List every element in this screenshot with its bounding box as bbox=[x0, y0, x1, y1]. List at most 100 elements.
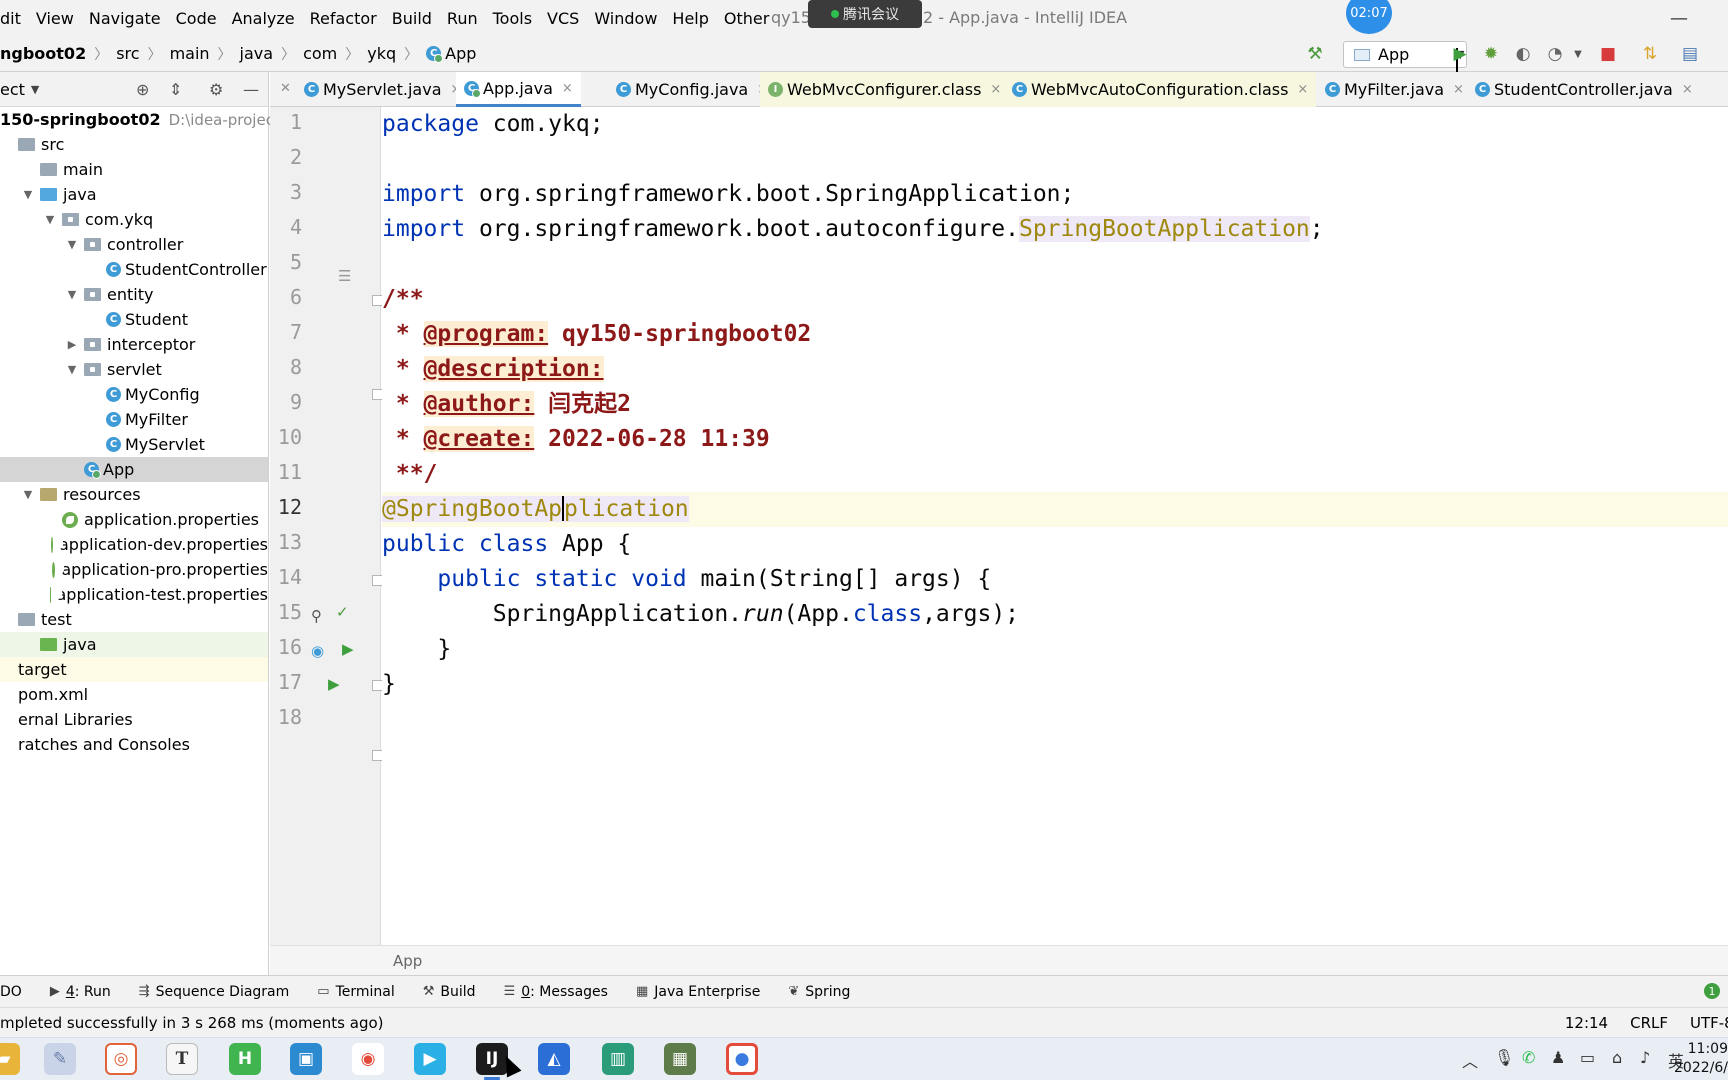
tree-item[interactable]: ▼controller bbox=[0, 232, 268, 257]
menu-analyze[interactable]: Analyze bbox=[231, 8, 295, 28]
bean-navigation-icon[interactable]: ◉ bbox=[311, 642, 325, 660]
line-number[interactable]: 6 bbox=[289, 285, 302, 309]
system-clock[interactable]: 11:09 2022/6/ bbox=[1674, 1040, 1728, 1078]
menu-code[interactable]: Code bbox=[175, 8, 217, 28]
battery-icon[interactable]: ▭ bbox=[1580, 1048, 1596, 1067]
build-hammer-icon[interactable]: ⚒ bbox=[1307, 44, 1323, 64]
breadcrumb-project[interactable]: ngboot02 bbox=[0, 44, 87, 63]
code-line-10[interactable]: * @create: 2022-06-28 11:39 bbox=[382, 422, 1728, 457]
profile-dropdown-icon[interactable]: ▼ bbox=[1574, 48, 1582, 60]
meeting-badge[interactable]: 腾讯会议 bbox=[808, 0, 922, 28]
project-structure-icon[interactable]: ▤ bbox=[1681, 44, 1699, 64]
coverage-icon[interactable]: ◐ bbox=[1515, 44, 1531, 64]
chevron-down-icon[interactable]: ▼ bbox=[45, 213, 55, 226]
breadcrumb-java[interactable]: java bbox=[239, 44, 274, 63]
menu-help[interactable]: Help bbox=[672, 8, 709, 28]
run-class-icon[interactable]: ▶ bbox=[342, 640, 354, 658]
tool-java-enterprise[interactable]: ▦Java Enterprise bbox=[636, 984, 760, 1000]
close-icon[interactable]: × bbox=[1453, 82, 1464, 97]
code-line-7[interactable]: * @program: qy150-springboot02 bbox=[382, 317, 1728, 352]
line-number[interactable]: 1 bbox=[289, 110, 302, 134]
chevron-down-icon[interactable]: ▼ bbox=[23, 188, 33, 201]
chevron-down-icon[interactable]: ▼ bbox=[67, 238, 77, 251]
code-line-16[interactable]: } bbox=[382, 632, 1728, 667]
notebook-icon[interactable]: ▥ bbox=[602, 1043, 634, 1075]
wechat-icon[interactable]: ✆ bbox=[1522, 1048, 1536, 1067]
chevron-down-icon[interactable]: ▼ bbox=[67, 363, 77, 376]
hbuilder-icon[interactable]: H bbox=[229, 1043, 261, 1075]
chrome-icon[interactable]: ● bbox=[726, 1043, 758, 1075]
menu-build[interactable]: Build bbox=[391, 8, 432, 28]
qq-icon[interactable]: ♟ bbox=[1551, 1048, 1566, 1067]
close-icon[interactable]: × bbox=[990, 82, 1002, 97]
typora-icon[interactable]: T bbox=[166, 1043, 198, 1075]
hide-panel-icon[interactable]: — bbox=[243, 80, 259, 99]
line-number[interactable]: 14 bbox=[277, 565, 302, 589]
media-player-icon[interactable]: ▶ bbox=[414, 1043, 446, 1075]
tree-item[interactable]: ▼java bbox=[0, 182, 268, 207]
run-configuration-select[interactable]: App ▼ bbox=[1343, 41, 1467, 73]
code-line-15[interactable]: SpringApplication.run(App.class,args); bbox=[382, 597, 1728, 632]
chevron-down-icon[interactable]: ▼ bbox=[67, 288, 77, 301]
chevron-right-icon[interactable]: ▶ bbox=[67, 338, 77, 351]
line-number[interactable]: 12 bbox=[277, 495, 302, 519]
collapse-all-icon[interactable]: ⇕ bbox=[169, 80, 183, 99]
line-separator[interactable]: CRLF bbox=[1630, 1014, 1668, 1032]
browser-icon[interactable]: ◎ bbox=[105, 1043, 137, 1075]
close-icon[interactable]: × bbox=[1681, 82, 1693, 97]
virtualbox-icon[interactable]: ▣ bbox=[290, 1043, 322, 1075]
ime-indicator[interactable]: 英 bbox=[1668, 1052, 1685, 1071]
game-icon[interactable]: ▦ bbox=[664, 1043, 696, 1075]
debug-icon[interactable]: ✹ bbox=[1483, 44, 1499, 64]
tool-run[interactable]: ▶4: Run bbox=[50, 984, 111, 1000]
tool-spring[interactable]: ❦Spring bbox=[788, 984, 850, 1000]
bean-icon[interactable]: ⚲ bbox=[311, 607, 322, 625]
tree-item[interactable]: target bbox=[0, 657, 268, 682]
file-explorer-icon[interactable]: ▰ bbox=[0, 1043, 20, 1075]
tree-item[interactable]: ▶interceptor bbox=[0, 332, 268, 357]
code-line-6[interactable]: /** bbox=[382, 282, 1728, 317]
tree-item[interactable]: application-dev.properties bbox=[0, 532, 268, 557]
line-number[interactable]: 4 bbox=[289, 215, 302, 239]
close-icon[interactable]: × bbox=[1297, 82, 1309, 97]
close-icon[interactable]: ✕ bbox=[280, 81, 291, 96]
line-number[interactable]: 18 bbox=[277, 705, 302, 729]
code-line-17[interactable]: } bbox=[382, 667, 1728, 702]
line-number[interactable]: 3 bbox=[289, 180, 302, 204]
editor-breadcrumb[interactable]: App bbox=[393, 952, 423, 970]
menu-vcs[interactable]: VCS bbox=[547, 8, 580, 28]
volume-icon[interactable]: ♪ bbox=[1640, 1048, 1651, 1067]
event-log-icon[interactable]: 1 bbox=[1704, 983, 1720, 999]
status-message[interactable]: mpleted successfully in 3 s 268 ms (mome… bbox=[0, 1013, 384, 1032]
menu-view[interactable]: View bbox=[35, 8, 74, 28]
meeting-app-icon[interactable]: ◭ bbox=[538, 1043, 570, 1075]
tool-todo[interactable]: DO bbox=[0, 984, 22, 1000]
profile-icon[interactable]: ◔ bbox=[1547, 44, 1563, 64]
weibo-icon[interactable]: ◉ bbox=[352, 1043, 384, 1075]
line-number[interactable]: 10 bbox=[277, 425, 302, 449]
run-main-icon[interactable]: ▶ bbox=[328, 675, 340, 693]
tool-sequence-diagram[interactable]: ⇶Sequence Diagram bbox=[139, 984, 290, 1000]
fold-doc-icon[interactable]: ☰ bbox=[338, 267, 352, 285]
line-number[interactable]: 8 bbox=[289, 355, 302, 379]
breadcrumb-com[interactable]: com bbox=[303, 44, 338, 63]
breadcrumb-app[interactable]: App bbox=[445, 44, 477, 63]
code-line-13[interactable]: public class App { bbox=[382, 527, 1728, 562]
project-root-node[interactable]: 150-springboot02 D:\idea-project\qy bbox=[0, 107, 303, 132]
breadcrumb-src[interactable]: src bbox=[116, 44, 140, 63]
close-icon[interactable]: × bbox=[451, 82, 462, 97]
menu-run[interactable]: Run bbox=[446, 8, 478, 28]
paint-icon[interactable]: ✎ bbox=[44, 1043, 76, 1075]
code-line-11[interactable]: **/ bbox=[382, 457, 1728, 492]
tool-build[interactable]: ⚒Build bbox=[423, 984, 476, 1000]
menu-edit[interactable]: dit bbox=[0, 8, 21, 28]
